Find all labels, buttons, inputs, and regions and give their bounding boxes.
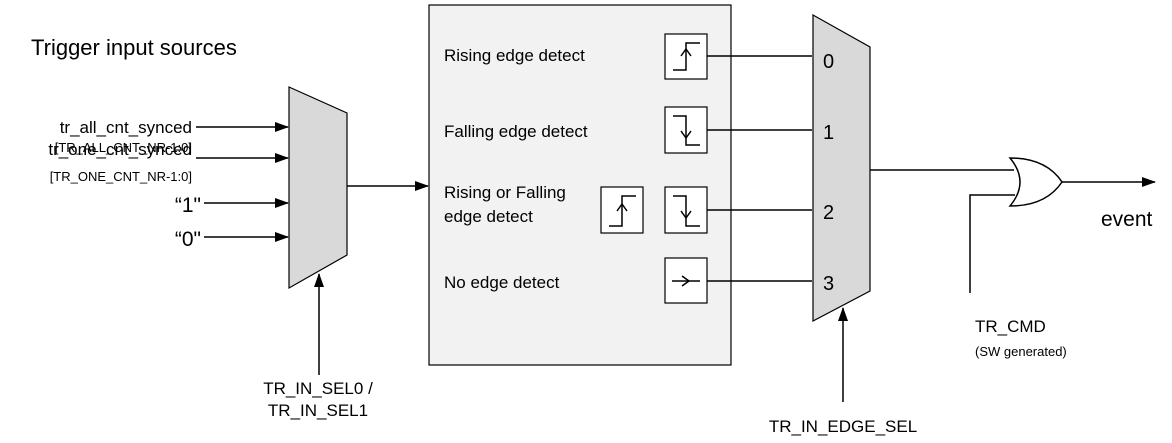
tr-cmd-wire	[969, 194, 1015, 293]
input-one-cnt-label: tr_one_cnt_synced	[48, 140, 192, 159]
falling-edge-waveform	[673, 115, 700, 146]
both-edge-label-1: Rising or Falling	[444, 183, 566, 202]
rising-edge-label: Rising edge detect	[444, 46, 585, 65]
input-zero-label: “0"	[175, 228, 201, 251]
edge-mux-input-2: 2	[823, 202, 834, 224]
input-all-cnt-range: [TR_ALL_CNT_NR-1:0]	[55, 140, 192, 155]
input-select-label-1: TR_IN_SEL0 /	[263, 379, 373, 398]
rising-edge-waveform	[673, 42, 700, 71]
event-label: event	[1101, 208, 1153, 231]
no-edge-label: No edge detect	[444, 273, 560, 292]
tr-cmd-note: (SW generated)	[975, 344, 1067, 359]
both-edge-falling-waveform	[673, 195, 700, 227]
both-edge-falling-arrow-icon	[680, 210, 692, 220]
input-select-mux	[288, 86, 348, 290]
falling-edge-arrow-icon	[680, 130, 692, 140]
rising-edge-arrow-icon	[680, 47, 692, 57]
both-edge-rising-waveform	[609, 195, 636, 227]
tr-cmd-label: TR_CMD	[975, 317, 1046, 336]
diagram-title: Trigger input sources	[31, 35, 237, 60]
edge-mux-input-3: 3	[823, 273, 834, 295]
input-all-cnt-label: tr_all_cnt_synced	[60, 118, 192, 137]
both-edge-label-2: edge detect	[444, 207, 533, 226]
input-one-label: “1"	[175, 194, 201, 217]
both-edge-rising-arrow-icon	[616, 202, 628, 212]
edge-select-mux	[812, 13, 871, 322]
edge-select-label: TR_IN_EDGE_SEL	[769, 417, 917, 436]
edge-mux-input-0: 0	[823, 51, 834, 73]
input-one-cnt-range: [TR_ONE_CNT_NR-1:0]	[50, 169, 192, 184]
no-edge-arrow-icon	[681, 275, 691, 287]
edge-mux-input-1: 1	[823, 122, 834, 144]
or-gate	[1008, 157, 1063, 207]
input-select-label-2: TR_IN_SEL1	[268, 401, 368, 420]
falling-edge-label: Falling edge detect	[444, 122, 588, 141]
